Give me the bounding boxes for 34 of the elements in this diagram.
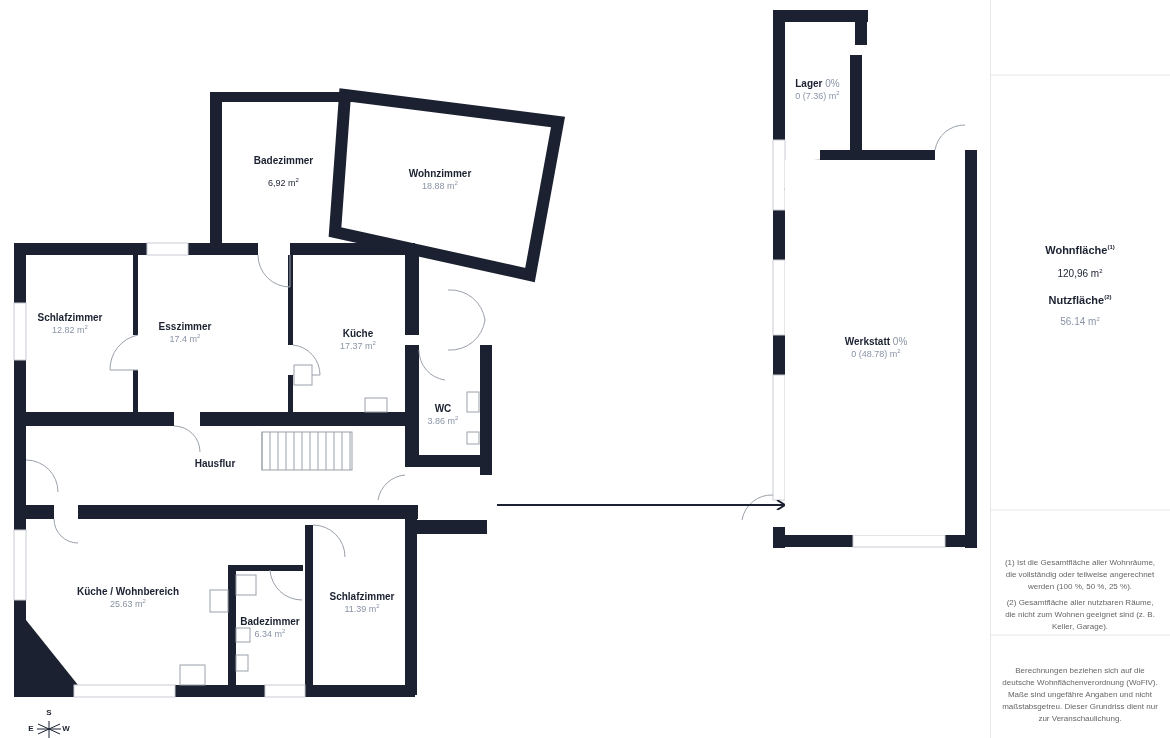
room-name: Küche	[342, 328, 374, 340]
room-name: Schlafzimmer	[37, 311, 103, 324]
area-value: 56.14 m$^{2}$	[1059, 316, 1101, 327]
area-value: 120,96 m$^{2}$	[1056, 268, 1104, 279]
room-name: WC	[434, 403, 452, 415]
room-area: 17.4 m$^{2}$	[169, 332, 201, 345]
area-heading: Wohnfläche$^{(1)}$	[1044, 244, 1116, 256]
room-name: Esszimmer	[158, 320, 212, 333]
room-name: Wohnzimmer	[408, 168, 472, 180]
compass-letter: E	[27, 724, 35, 733]
room-name: Badezimmer	[253, 154, 314, 167]
room-area: 11.39 m$^{2}$	[344, 603, 380, 615]
arrow	[496, 499, 786, 511]
room-name: Badezimmer	[240, 616, 300, 628]
footnote-text: (1) Ist die Gesamtfläche aller Wohnräume, die vollständig oder teilweise angerechnet werden (100 %, 50 %, 25 %).	[1003, 557, 1157, 593]
compass-letter: S	[45, 708, 53, 717]
room-area: 6.34 m$^{2}$	[254, 628, 286, 640]
room-name: Schlafzimmer	[329, 591, 395, 603]
room-area: 0 (7.36) m$^{2}$	[795, 90, 840, 102]
compass-letter: W	[61, 724, 71, 733]
room-area: 12.82 m$^{2}$	[52, 323, 88, 336]
disclaimer-text: Berechnungen beziehen sich auf die deutsche Wohnflächenverordnung (WoFlV). Maße sind ungefähre Angaben und nicht maßstabsgetreu. Dieser Grundriss dient nur zur Veranschaulichung.	[1001, 665, 1159, 725]
area-heading: Nutzfläche$^{(2)}$	[1047, 294, 1113, 306]
room-name: Lager 0%	[795, 78, 840, 90]
room-area: 3.86 m$^{2}$	[427, 415, 459, 427]
room-area: 6,92 m$^{2}$	[268, 176, 299, 189]
room-name: Küche / Wohnbereich	[76, 586, 180, 598]
room-area: 25.63 m$^{2}$	[110, 598, 146, 610]
room-area: 0 (48.78) m$^{2}$	[851, 347, 901, 360]
room-area: 18.88 m$^{2}$	[422, 180, 458, 192]
room-name: Werkstatt 0%	[844, 335, 908, 348]
room-area: 17.37 m$^{2}$	[340, 340, 376, 352]
footnote-text: (2) Gesamtfläche aller nutzbaren Räume, die nicht zum Wohnen geeignet sind (z. B. Keller, Garage).	[1004, 597, 1156, 633]
room-name: Hausflur	[194, 458, 236, 470]
